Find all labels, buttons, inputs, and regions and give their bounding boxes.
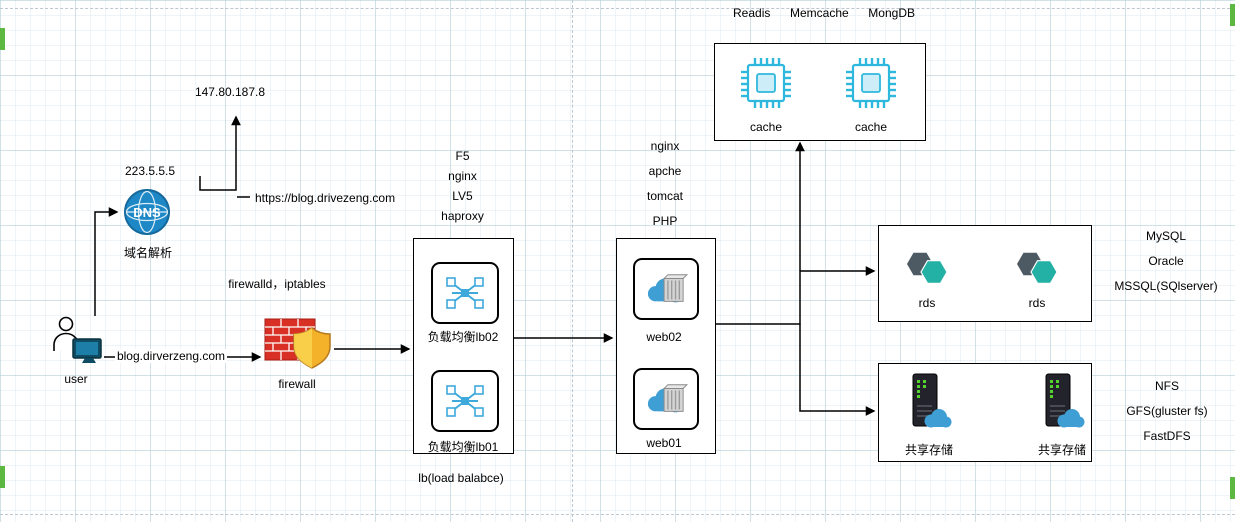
- page-boundary-top: [0, 8, 1235, 9]
- edge-web-to-cache: [714, 141, 805, 325]
- rds-node-1[interactable]: [899, 245, 955, 296]
- edge-label-user-domain: blog.dirverzeng.com: [114, 349, 228, 363]
- dns-globe-icon: DNS: [124, 189, 170, 235]
- rds-node-2[interactable]: [1009, 245, 1065, 296]
- cache-tech-stack: Readis Memcache MongDB: [733, 6, 915, 20]
- firewall-icon: [264, 318, 331, 369]
- lb-node-lb01[interactable]: [431, 370, 499, 432]
- cache-node-label: cache: [749, 120, 783, 134]
- tech-label: MSSQL(SQlserver): [1114, 279, 1218, 293]
- web-node-web01[interactable]: [633, 368, 699, 430]
- canvas-edge-mark: [1230, 4, 1235, 26]
- tech-label: apche: [648, 164, 682, 178]
- tech-label: Memcache: [789, 6, 849, 20]
- web-node-label: web01: [646, 436, 682, 450]
- tech-label: Oracle: [1148, 254, 1184, 268]
- cache-node-1[interactable]: [740, 57, 792, 114]
- firewall-tech-annotation: firewalld，iptables: [228, 277, 326, 291]
- edge-dns-to-resolved-ip: [199, 115, 241, 191]
- page-boundary-bottom: [0, 514, 1235, 515]
- rds-node-label: rds: [918, 296, 936, 310]
- user-label: user: [64, 372, 88, 386]
- cache-node-label: cache: [854, 120, 888, 134]
- rds-node-label: rds: [1028, 296, 1046, 310]
- cpu-chip-icon: [846, 58, 896, 108]
- web-tech-stack: nginx apche tomcat PHP: [616, 139, 714, 228]
- tech-label: nginx: [448, 169, 477, 183]
- tech-label: haproxy: [441, 209, 484, 223]
- storage-node-label: 共享存储: [1037, 443, 1087, 457]
- url-annotation: https://blog.drivezeng.com: [255, 191, 396, 205]
- dns-icon-text: DNS: [133, 205, 161, 220]
- tech-label: LV5: [452, 189, 473, 203]
- edge-user-to-dns: [94, 207, 119, 316]
- tech-label: MongDB: [868, 6, 915, 20]
- tech-label: MySQL: [1145, 229, 1186, 243]
- web-node-web02[interactable]: [633, 258, 699, 320]
- rds-tech-stack: MySQL Oracle MSSQL(SQlserver): [1108, 229, 1224, 293]
- canvas-edge-mark: [0, 28, 5, 50]
- storage-server-icon: [1045, 373, 1085, 428]
- load-balancer-icon: [446, 277, 484, 309]
- web-server-icon: [647, 384, 689, 413]
- tech-label: NFS: [1155, 379, 1179, 393]
- storage-node-2[interactable]: [1039, 373, 1085, 436]
- page-boundary-vertical: [572, 0, 573, 522]
- tech-label: nginx: [650, 139, 680, 153]
- tech-label: Readis: [733, 6, 771, 20]
- storage-tech-stack: NFS GFS(gluster fs) FastDFS: [1110, 379, 1224, 443]
- tech-label: FastDFS: [1143, 429, 1191, 443]
- storage-server-icon: [912, 373, 952, 428]
- lb-caption: lb(load balabce): [418, 471, 504, 485]
- cache-node-2[interactable]: [845, 57, 897, 114]
- storage-node-1[interactable]: [906, 373, 952, 436]
- lb-node-label: 负载均衡lb01: [427, 440, 499, 454]
- tech-label: PHP: [652, 214, 678, 228]
- web-server-icon: [647, 274, 689, 303]
- tech-label: F5: [455, 149, 470, 163]
- canvas-edge-mark: [0, 466, 5, 488]
- tech-label: GFS(gluster fs): [1126, 404, 1208, 418]
- lb-node-lb02[interactable]: [431, 262, 499, 324]
- edge-web-to-storage: [799, 324, 876, 416]
- firewall-label: firewall: [278, 377, 316, 391]
- cpu-chip-icon: [741, 58, 791, 108]
- tech-label: tomcat: [646, 189, 683, 203]
- lb-tech-stack: F5 nginx LV5 haproxy: [413, 149, 512, 223]
- dns-ip-annotation: 223.5.5.5: [124, 164, 176, 178]
- user-node[interactable]: [52, 314, 106, 366]
- storage-node-label: 共享存储: [904, 443, 954, 457]
- lb-node-label: 负载均衡lb02: [427, 330, 499, 344]
- rds-hexagon-icon: [907, 252, 948, 284]
- dns-node[interactable]: DNS: [123, 188, 171, 236]
- rds-hexagon-icon: [1017, 252, 1058, 284]
- firewall-node[interactable]: [264, 314, 332, 372]
- dns-label: 域名解析: [123, 246, 173, 260]
- web-node-label: web02: [646, 330, 682, 344]
- load-balancer-icon: [446, 385, 484, 417]
- resolved-ip-annotation: 147.80.187.8: [194, 85, 266, 99]
- canvas-edge-mark: [1230, 477, 1235, 499]
- user-icon: [53, 316, 102, 363]
